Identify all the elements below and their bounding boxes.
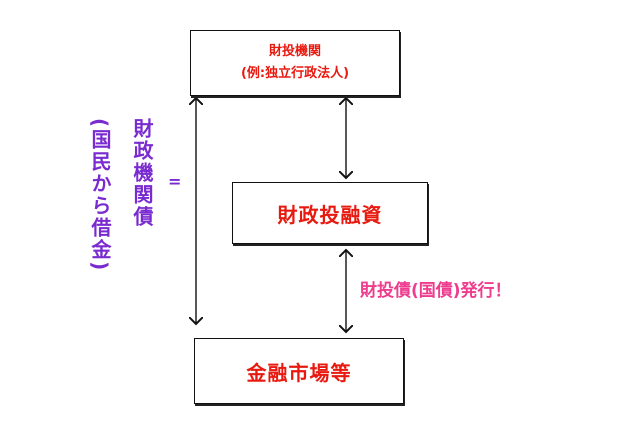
financial-markets-label: 金融市場等 (246, 360, 352, 385)
fiscal-investment-box: 財政投融資 (232, 182, 428, 244)
financial-markets-box: 金融市場等 (194, 338, 404, 404)
fiscal-agency-bond-label: 財政機関債 (130, 118, 154, 228)
borrowing-from-citizens-label: (国民から借金) (88, 118, 112, 273)
bond-issuance-label: 財投債(国債)発行！ (360, 281, 512, 301)
equals-sign: = (168, 172, 182, 191)
agency-example: (例:独立行政法人) (240, 66, 350, 81)
fiscal-investment-agency-box: 財投機関 (例:独立行政法人) (190, 30, 400, 96)
agency-title: 財投機関 (268, 44, 321, 59)
fiscal-investment-label: 財政投融資 (277, 202, 383, 227)
